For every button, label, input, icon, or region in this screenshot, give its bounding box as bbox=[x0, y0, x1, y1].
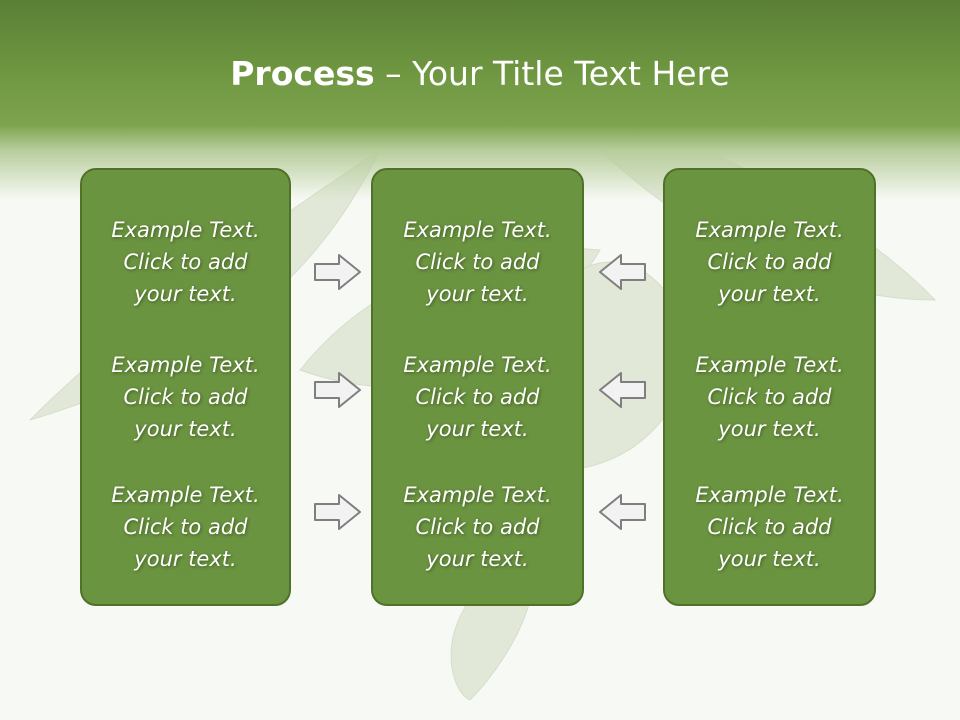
text-box-middle[interactable]: Example Text. Click to add your text. Ex… bbox=[371, 168, 584, 606]
text-item[interactable]: Example Text. Click to add your text. bbox=[373, 349, 582, 445]
text-item[interactable]: Example Text. Click to add your text. bbox=[665, 349, 874, 445]
text-line: Click to add bbox=[123, 250, 248, 274]
text-line: Click to add bbox=[415, 250, 540, 274]
text-box-right[interactable]: Example Text. Click to add your text. Ex… bbox=[663, 168, 876, 606]
text-line: Example Text. bbox=[403, 483, 552, 507]
left-arrow-icon[interactable] bbox=[597, 252, 647, 292]
text-line: your text. bbox=[718, 417, 821, 441]
text-line: Click to add bbox=[707, 515, 832, 539]
text-line: Click to add bbox=[707, 250, 832, 274]
slide-title[interactable]: Process – Your Title Text Here bbox=[0, 52, 960, 96]
text-line: your text. bbox=[718, 547, 821, 571]
text-line: Example Text. bbox=[403, 353, 552, 377]
title-rest-text: – Your Title Text Here bbox=[374, 54, 730, 93]
text-item[interactable]: Example Text. Click to add your text. bbox=[373, 214, 582, 310]
text-item[interactable]: Example Text. Click to add your text. bbox=[82, 214, 289, 310]
title-bold-text: Process bbox=[230, 54, 375, 93]
text-line: Example Text. bbox=[111, 218, 260, 242]
right-arrow-icon[interactable] bbox=[313, 252, 363, 292]
left-arrow-icon[interactable] bbox=[597, 492, 647, 532]
text-line: Click to add bbox=[415, 515, 540, 539]
text-line: Example Text. bbox=[695, 483, 844, 507]
text-item[interactable]: Example Text. Click to add your text. bbox=[82, 349, 289, 445]
text-line: your text. bbox=[134, 417, 237, 441]
title-bar bbox=[0, 0, 960, 200]
text-line: your text. bbox=[426, 282, 529, 306]
text-item[interactable]: Example Text. Click to add your text. bbox=[373, 479, 582, 575]
text-item[interactable]: Example Text. Click to add your text. bbox=[665, 479, 874, 575]
text-line: your text. bbox=[134, 282, 237, 306]
text-line: Click to add bbox=[123, 515, 248, 539]
right-arrow-icon[interactable] bbox=[313, 492, 363, 532]
text-line: Example Text. bbox=[111, 353, 260, 377]
text-line: Click to add bbox=[415, 385, 540, 409]
text-line: your text. bbox=[718, 282, 821, 306]
text-line: Example Text. bbox=[111, 483, 260, 507]
text-line: Example Text. bbox=[695, 218, 844, 242]
text-line: Example Text. bbox=[695, 353, 844, 377]
text-line: your text. bbox=[134, 547, 237, 571]
text-line: your text. bbox=[426, 547, 529, 571]
text-line: Click to add bbox=[707, 385, 832, 409]
text-item[interactable]: Example Text. Click to add your text. bbox=[82, 479, 289, 575]
text-line: Example Text. bbox=[403, 218, 552, 242]
text-item[interactable]: Example Text. Click to add your text. bbox=[665, 214, 874, 310]
text-line: your text. bbox=[426, 417, 529, 441]
left-arrow-icon[interactable] bbox=[597, 370, 647, 410]
right-arrow-icon[interactable] bbox=[313, 370, 363, 410]
text-line: Click to add bbox=[123, 385, 248, 409]
text-box-left[interactable]: Example Text. Click to add your text. Ex… bbox=[80, 168, 291, 606]
